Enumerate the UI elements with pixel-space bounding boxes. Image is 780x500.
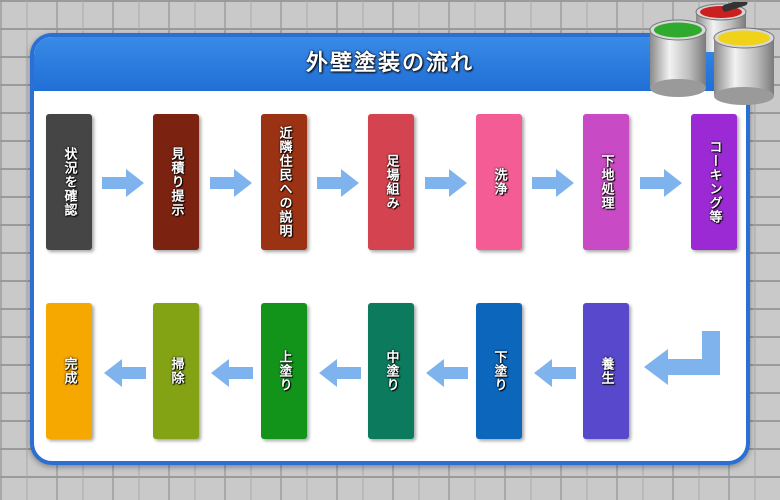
step-box-row2-2: 掃除 (153, 303, 199, 439)
step-label: 養生 (598, 357, 614, 385)
page-title: 外壁塗装の流れ (305, 51, 474, 76)
step-box-row1-3: 近隣住民への説明 (261, 114, 307, 250)
step-label: 下地処理 (598, 154, 614, 210)
arrow-right-icon (317, 169, 359, 197)
step-box-row1-4: 足場組み (368, 114, 414, 250)
step-label: コーキング等 (706, 140, 722, 224)
arrow-left-icon (104, 359, 146, 387)
step-label: 下塗り (491, 350, 507, 392)
step-label: 中塗り (383, 350, 399, 392)
arrow-right-icon (532, 169, 574, 197)
arrow-right-icon (102, 169, 144, 197)
step-box-row2-3: 上塗り (261, 303, 307, 439)
arrow-left-icon (534, 359, 576, 387)
paint-cans-icon (649, 2, 775, 105)
step-label: 状況を確認 (61, 147, 77, 217)
step-box-row2-5: 下塗り (476, 303, 522, 439)
step-box-row1-6: 下地処理 (583, 114, 629, 250)
step-box-row1-7: コーキング等 (691, 114, 737, 250)
header-bar (34, 37, 746, 91)
step-box-row2-4: 中塗り (368, 303, 414, 439)
step-label: 上塗り (276, 350, 292, 392)
step-label: 足場組み (383, 154, 399, 210)
step-box-row2-6: 養生 (583, 303, 629, 439)
arrow-left-icon (426, 359, 468, 387)
arrow-right-icon (425, 169, 467, 197)
arrow-left-icon (211, 359, 253, 387)
step-label: 近隣住民への説明 (276, 126, 292, 238)
step-box-row1-2: 見積り提示 (153, 114, 199, 250)
step-label: 洗浄 (491, 168, 507, 196)
step-box-row2-1: 完成 (46, 303, 92, 439)
flow-card: 外壁塗装の流れ 状況を確認 見積り提示 近隣住民への説明 足場組み 洗浄 下地処… (30, 33, 750, 465)
step-label: 見積り提示 (168, 147, 184, 217)
return-arrow-icon (644, 331, 720, 385)
step-box-row1-1: 状況を確認 (46, 114, 92, 250)
step-box-row1-5: 洗浄 (476, 114, 522, 250)
arrow-right-icon (640, 169, 682, 197)
step-label: 完成 (61, 357, 77, 385)
arrow-left-icon (319, 359, 361, 387)
arrow-right-icon (210, 169, 252, 197)
step-label: 掃除 (168, 357, 184, 385)
